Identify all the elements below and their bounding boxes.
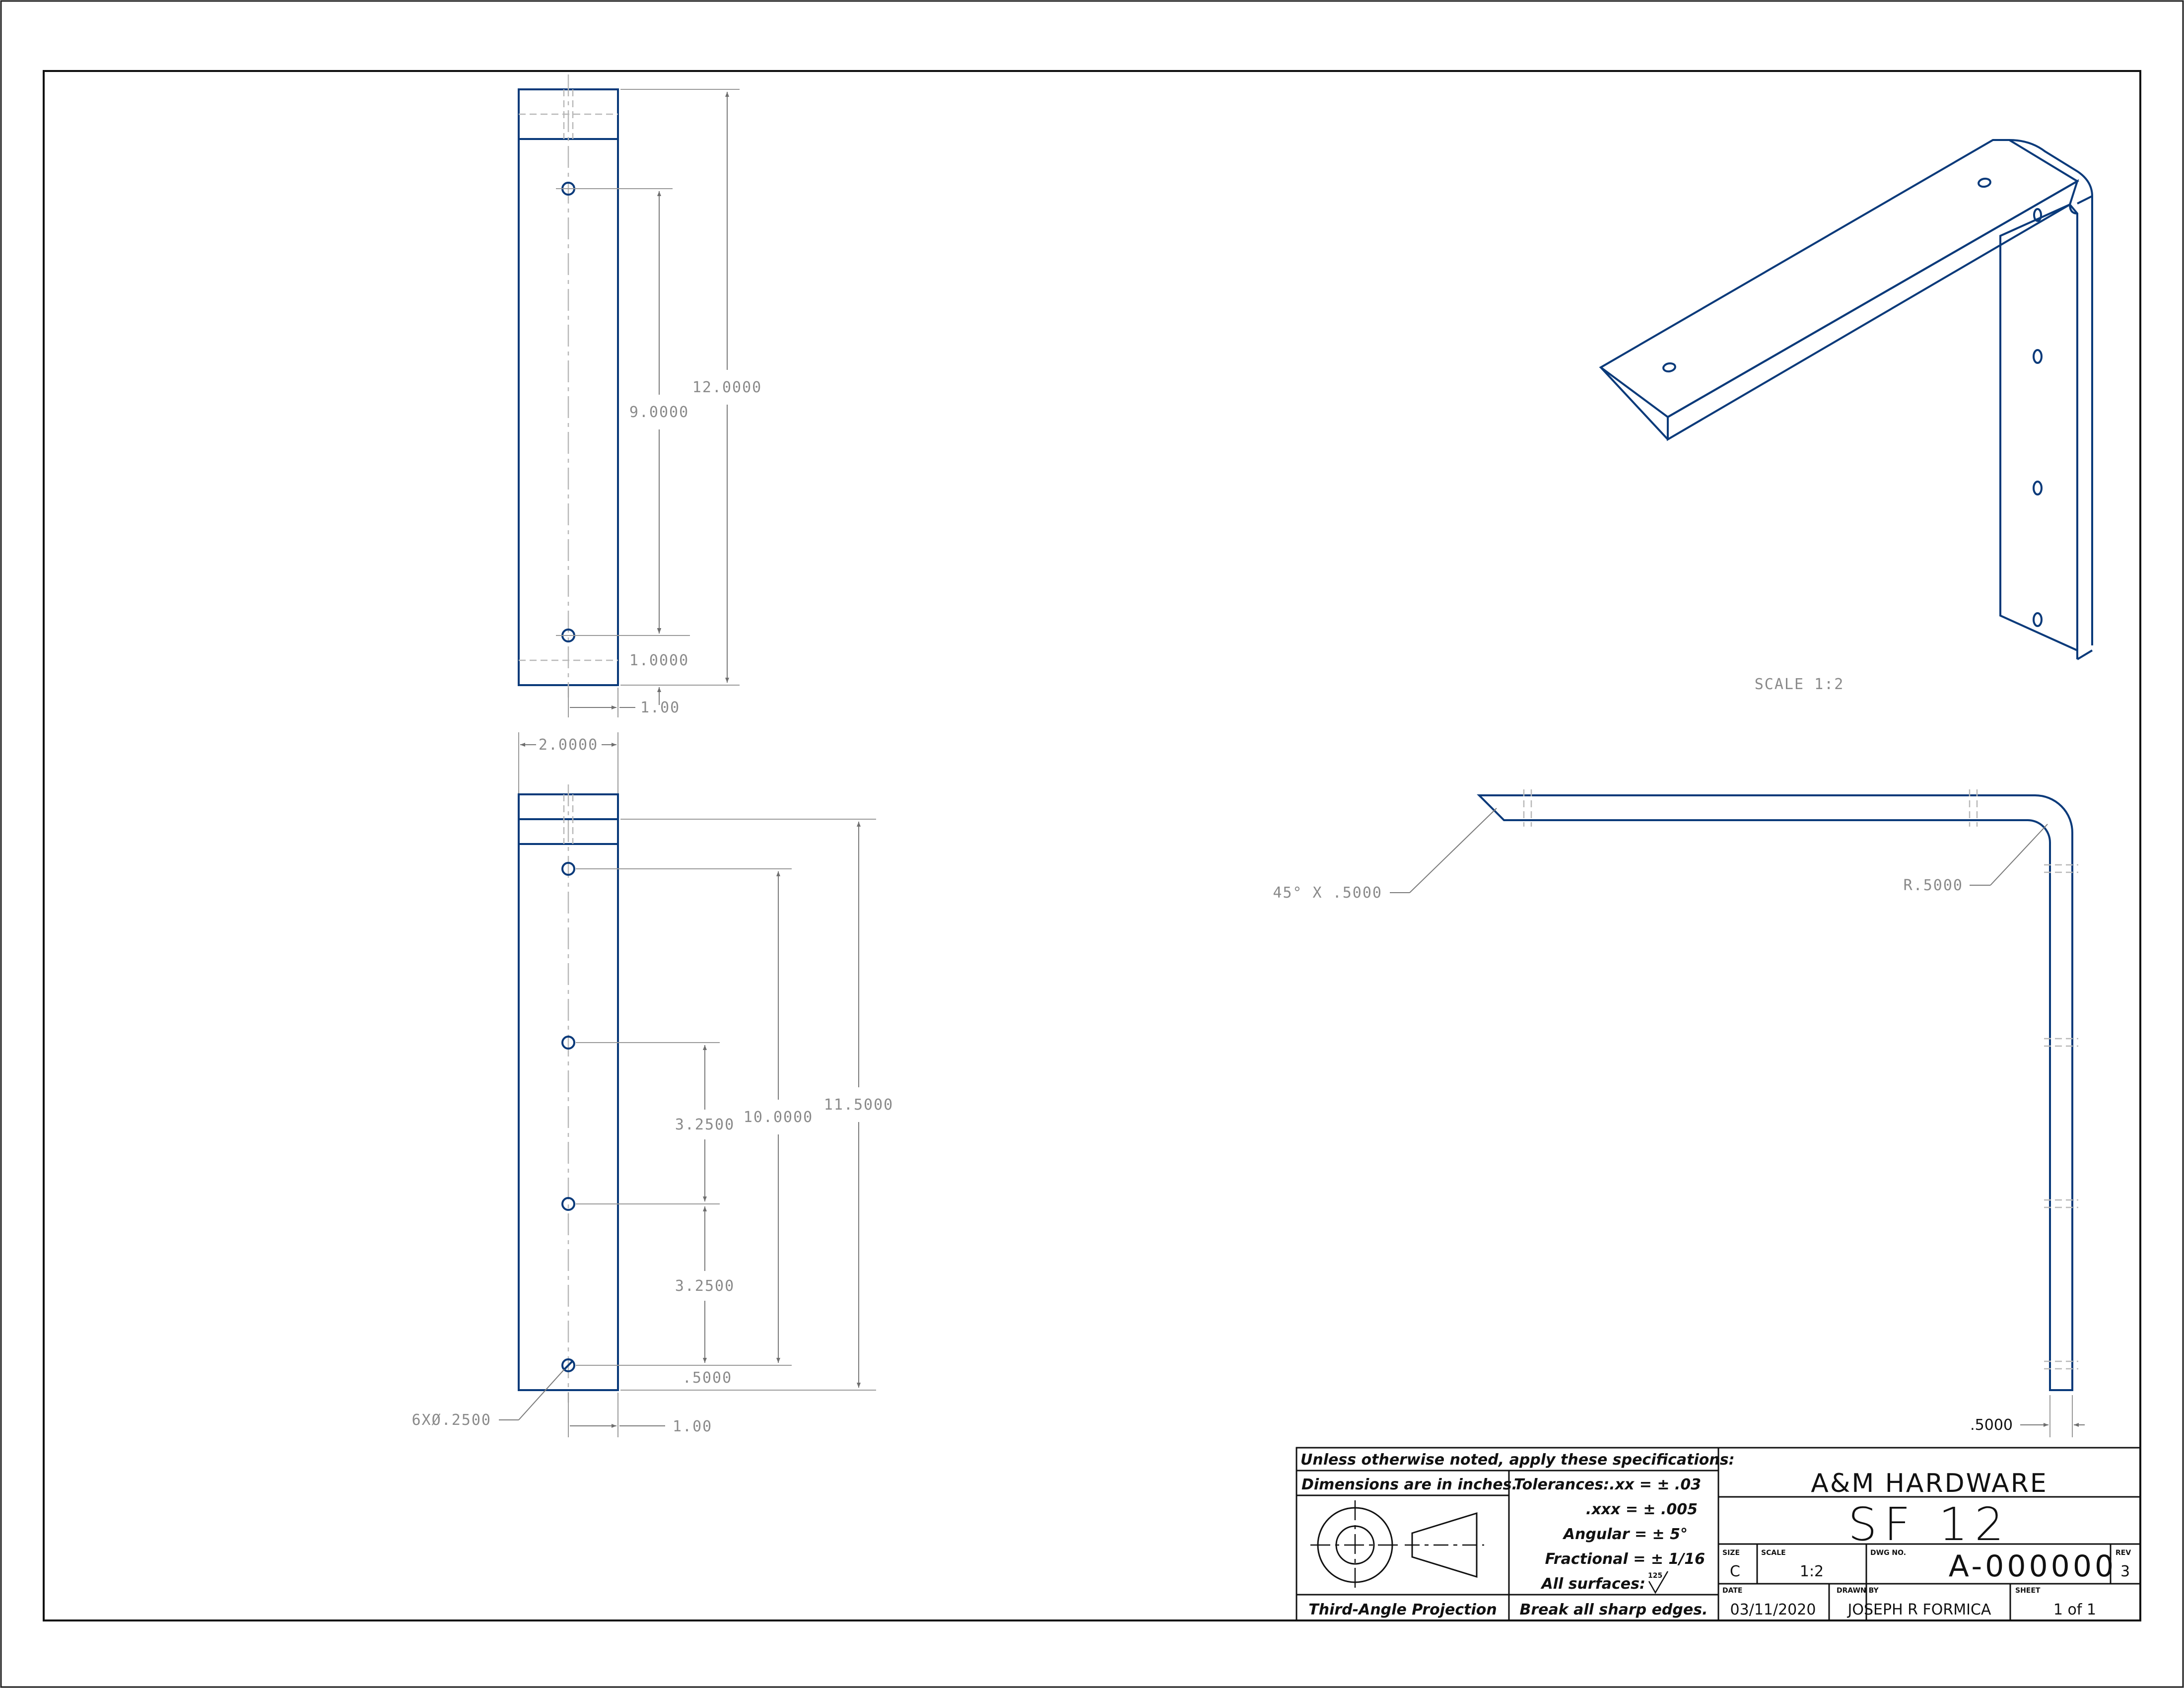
front-hole-4 [561,1358,575,1372]
notes-fractional: Fractional = ± 1/16 [1545,1550,1705,1568]
notes-break-edges: Break all sharp edges. [1520,1601,1708,1618]
dim-front-pitch-upper: 3.2500 [675,1116,735,1133]
dim-front-overall: 11.5000 [824,1096,893,1114]
dim-front-holes: 6XØ.2500 [412,1411,492,1429]
side-radius-callout: R.5000 [1904,877,1963,894]
side-thickness-dim: .5000 [1970,1416,2013,1434]
dim-front-width: 2.0000 [539,736,598,754]
label-drawn-by: DRAWN BY [1837,1587,1879,1595]
notes-angular: Angular = ± 5° [1563,1526,1688,1543]
front-hole-3 [561,1197,575,1211]
iso-hole-2 [1978,177,1991,188]
side-profile [1477,794,2073,1391]
iso-scale-label: SCALE 1:2 [1755,676,1844,693]
title-block: Unless otherwise noted, apply these spec… [1296,1447,2141,1621]
label-sheet: SHEET [2015,1587,2041,1595]
top-view: 12.0000 9.0000 1.0000 1.00 [518,74,762,717]
notes-tol-xx: Tolerances:.xx = ± .03 [1514,1476,1701,1493]
notes-units: Dimensions are in inches. [1301,1476,1517,1493]
drawing-frame [43,70,2141,1621]
isometric-view: SCALE 1:2 [1599,139,2093,693]
label-rev: REV [2116,1549,2131,1557]
company-name: A&M HARDWARE [1811,1469,2048,1498]
value-dwg-no: A-000000 [1949,1549,2116,1584]
label-date: DATE [1722,1587,1742,1595]
label-size: SIZE [1722,1549,1740,1557]
side-chamfer-callout: 45° X .5000 [1273,884,1382,902]
value-date: 03/11/2020 [1730,1601,1816,1618]
label-dwg-no: DWG NO. [1870,1549,1906,1557]
iso-hole-6 [2033,612,2043,627]
value-drawn-by: JOSEPH R FORMICA [1847,1601,1991,1618]
label-scale: SCALE [1761,1549,1786,1557]
front-hole-2 [561,1036,575,1050]
notes-tol-xxx: .xxx = ± .005 [1586,1501,1698,1518]
side-view: 45° X .5000 R.5000 .5000 [1273,789,2085,1437]
dim-top-hole-inset: 1.00 [640,699,680,716]
dim-top-hole-spacing: 9.0000 [629,404,689,421]
third-angle-projection-icon [1310,1500,1484,1590]
dim-front-bottom-offset: .5000 [682,1369,732,1387]
notes-header: Unless otherwise noted, apply these spec… [1300,1451,1735,1469]
notes-surfaces: All surfaces: [1540,1575,1645,1593]
value-rev: 3 [2120,1563,2130,1580]
dim-top-overall: 12.0000 [692,379,762,396]
value-sheet: 1 of 1 [2053,1601,2096,1618]
front-view: 2.0000 11.5000 10.0000 3.2500 [412,732,893,1437]
dim-front-span: 10.0000 [744,1109,813,1126]
iso-hole-4 [2033,349,2043,364]
iso-hole-5 [2033,481,2043,495]
dim-front-pitch-lower: 3.2500 [675,1277,735,1295]
value-scale: 1:2 [1800,1563,1824,1580]
drawing-title: SF 12 [1848,1498,2011,1551]
iso-hole-1 [1662,362,1676,373]
notes-projection: Third-Angle Projection [1308,1601,1497,1618]
value-size: C [1730,1563,1740,1580]
dim-top-hole-offset: 1.0000 [629,652,689,669]
iso-hole-3 [2033,208,2042,222]
surface-finish-icon [1648,1571,1669,1594]
surface-finish-value: 125 [1648,1572,1662,1580]
dim-front-hole-inset: 1.00 [673,1418,712,1435]
front-hole-1 [561,862,575,876]
